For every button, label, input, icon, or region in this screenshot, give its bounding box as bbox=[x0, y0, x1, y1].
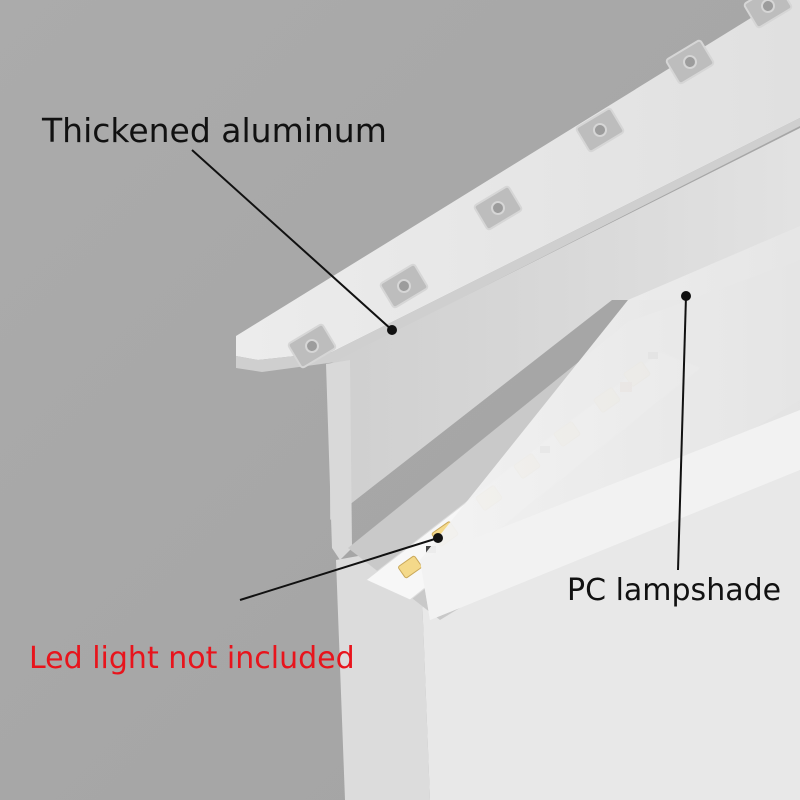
flange-perforations bbox=[287, 0, 793, 369]
callout-led bbox=[239, 533, 443, 601]
profile-wall bbox=[330, 128, 800, 520]
aluminum-flange bbox=[236, 0, 800, 360]
label-led-not-included: Led light not included bbox=[29, 641, 355, 676]
lampshade-lip bbox=[420, 410, 800, 620]
profile-front-upper bbox=[326, 360, 352, 560]
callout-aluminum bbox=[191, 149, 397, 335]
label-thickened-aluminum: Thickened aluminum bbox=[42, 111, 387, 150]
callout-lampshade bbox=[677, 291, 691, 571]
pc-lampshade bbox=[420, 226, 800, 620]
label-pc-lampshade: PC lampshade bbox=[567, 573, 782, 608]
profile-front-lower bbox=[336, 545, 430, 800]
